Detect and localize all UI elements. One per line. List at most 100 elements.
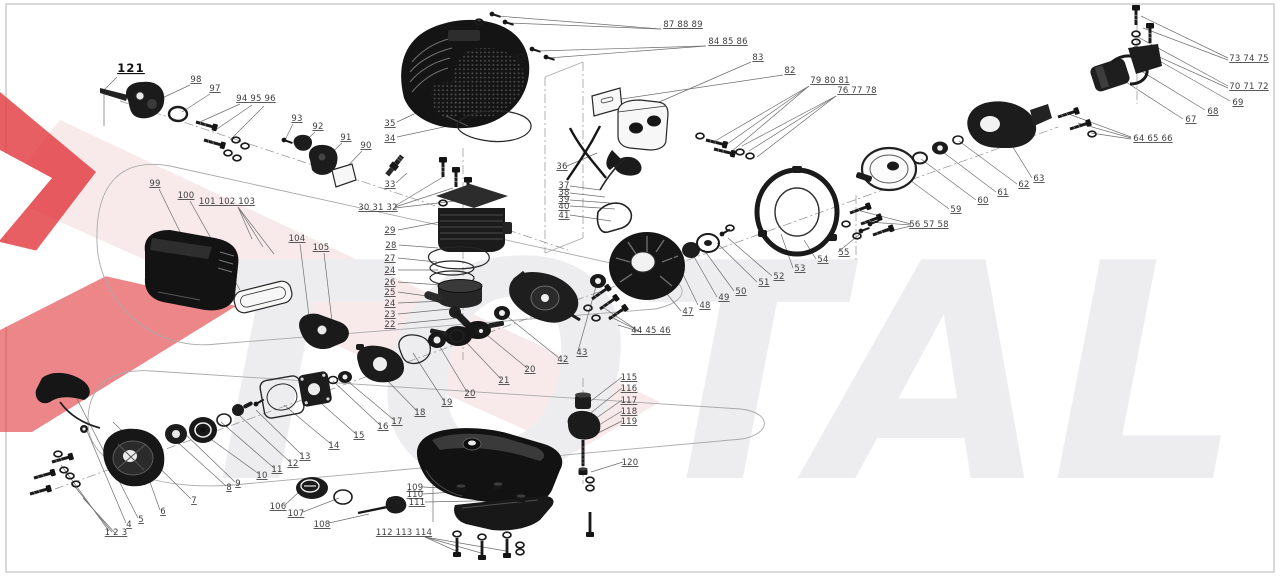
case-gasket-part: [398, 334, 432, 365]
part-label-14: 14: [328, 441, 339, 451]
piston-ring-part: [429, 260, 475, 276]
oil-seal-part: [475, 326, 487, 336]
part-label-104: 104: [289, 234, 306, 244]
leader-line: [569, 199, 611, 204]
part-label-43: 43: [576, 348, 587, 358]
part-label-24: 24: [384, 266, 395, 276]
leader-line: [424, 536, 457, 552]
part-label-97: 97: [209, 84, 220, 94]
part-label-69: 69: [1232, 98, 1243, 108]
part-label-54: 54: [817, 255, 828, 265]
leader-line: [229, 105, 265, 141]
carb-bolts-part: [194, 118, 250, 162]
part-label-49: 49: [718, 293, 729, 303]
carburetor-part: [100, 81, 165, 119]
leader-line: [199, 103, 241, 123]
leader-line: [741, 95, 837, 147]
part-label-13: 13: [299, 452, 310, 462]
part-label-91: 91: [340, 133, 351, 143]
part-label-20: 20: [464, 389, 475, 399]
intake-manifold-part: [299, 313, 349, 350]
leader-line: [397, 221, 441, 231]
leader-line: [255, 409, 303, 456]
leader-line: [394, 187, 454, 208]
part-label-25: 25: [384, 288, 395, 298]
part-label-33: 33: [384, 180, 395, 190]
part-label-79-80-81: 79 80 81: [810, 76, 849, 86]
part-label-51: 51: [758, 278, 769, 288]
leader-line: [424, 536, 507, 552]
leader-line: [237, 206, 264, 248]
part-label-10: 10: [256, 471, 267, 481]
leader-line: [60, 464, 110, 532]
oil-seal-part: [449, 329, 465, 343]
crankcase-half-part: [356, 344, 404, 383]
fuel-pickup-part: [357, 495, 407, 515]
leader-line: [486, 334, 528, 369]
leader-line: [397, 281, 442, 286]
part-label-16: 16: [377, 422, 388, 432]
part-label-121: 121: [117, 61, 145, 75]
watermark-band: [0, 120, 660, 452]
part-label-120: 120: [622, 458, 639, 468]
part-label-64-65-66: 64 65 66: [1133, 134, 1172, 144]
part-label-70-71-72: 70 71 72: [1229, 82, 1268, 92]
leader-line: [920, 158, 977, 201]
leader-line: [344, 378, 395, 421]
part-label-56-57-58: 56 57 58: [909, 220, 948, 230]
part-label-41: 41: [558, 211, 569, 221]
part-label-93: 93: [291, 114, 302, 124]
air-filter-element-part: [233, 280, 293, 314]
leader-line: [537, 45, 707, 52]
crankcase-part: [509, 270, 581, 323]
cylinder-part: [436, 184, 512, 252]
part-label-83: 83: [752, 53, 763, 63]
leader-line: [547, 45, 707, 59]
leader-line: [1065, 112, 1132, 138]
tank-shield-part: [454, 482, 554, 531]
leader-line: [1125, 81, 1184, 120]
spark-plug-part: [385, 154, 404, 177]
part-label-117: 117: [621, 396, 638, 406]
backplate-part: [298, 371, 332, 407]
part-label-92: 92: [312, 122, 323, 132]
part-label-11: 11: [271, 465, 282, 475]
part-label-106: 106: [270, 502, 287, 512]
fuel-tank-part: [416, 428, 563, 507]
part-label-7: 7: [191, 496, 197, 506]
leader-line: [586, 376, 623, 405]
leader-line: [938, 148, 997, 193]
drum-washer-part: [912, 151, 928, 165]
part-label-62: 62: [1018, 180, 1029, 190]
part-label-52: 52: [773, 272, 784, 282]
part-label-107: 107: [288, 509, 305, 519]
leader-line: [412, 352, 445, 402]
choke-screw-part: [280, 136, 294, 146]
coil-plate-part: [331, 163, 357, 188]
flywheel-part: [609, 232, 685, 300]
leader-line: [727, 237, 773, 277]
part-label-1-2-3: 1 2 3: [105, 528, 128, 538]
part-label-59: 59: [950, 205, 961, 215]
part-label-5: 5: [138, 515, 144, 525]
leader-line: [237, 206, 275, 255]
ignition-coil-part: [308, 144, 338, 175]
leader-line: [714, 85, 810, 142]
part-label-29: 29: [384, 226, 395, 236]
cap-retainer-part: [333, 489, 353, 505]
part-label-87-88-89: 87 88 89: [663, 20, 702, 30]
part-label-30-31-32: 30 31 32: [358, 203, 397, 213]
leader-line: [716, 242, 758, 283]
leader-line: [837, 233, 861, 253]
leader-line: [237, 206, 253, 240]
shaft-bearing-part: [338, 371, 352, 383]
leader-line: [1140, 15, 1229, 59]
cover-gasket-part: [456, 109, 532, 143]
leader-line: [496, 15, 662, 30]
leader-line: [394, 199, 465, 209]
leader-line: [284, 123, 294, 141]
leader-line: [82, 497, 116, 534]
part-label-23: 23: [384, 310, 395, 320]
part-label-111: 111: [409, 498, 426, 508]
part-label-118: 118: [621, 407, 638, 417]
